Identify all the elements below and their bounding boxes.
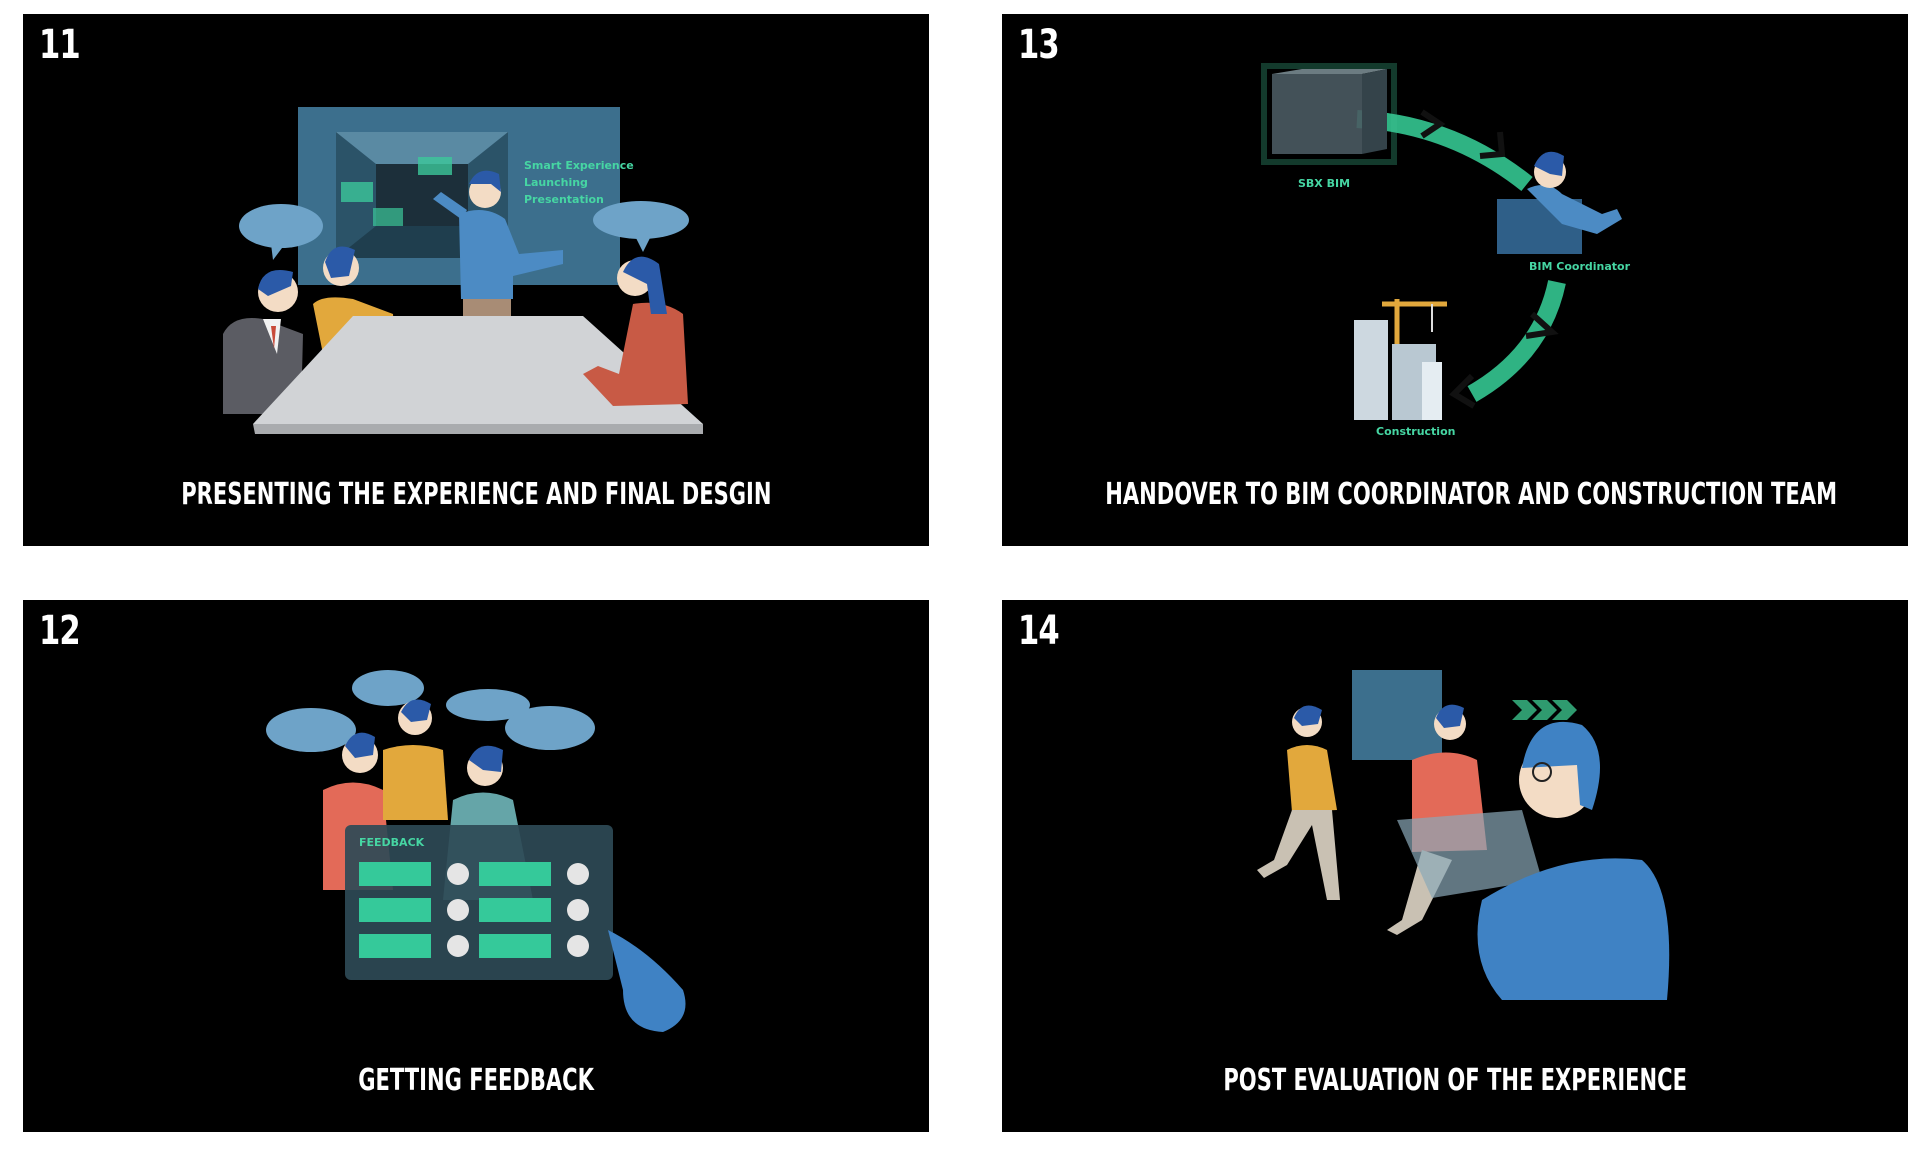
label-bim-coordinator: BIM Coordinator: [1529, 260, 1631, 273]
slide-number: 13: [1018, 22, 1060, 68]
slide-13-handover: 13 SBX BIM BIM Coordinator Construction …: [1002, 14, 1908, 546]
caption-text: POST EVALUATION OF THE EXPERIENCE: [1223, 1063, 1687, 1098]
slide-caption: POST EVALUATION OF THE EXPERIENCE: [1002, 1063, 1908, 1098]
label-sbx-bim: SBX BIM: [1298, 177, 1350, 190]
screen-text-line3: Presentation: [524, 193, 604, 206]
slide-12-feedback: 12 FEEDBACK GETTING FEEDBACK: [23, 600, 929, 1132]
slide-caption: GETTING FEEDBACK: [23, 1063, 929, 1098]
feedback-illustration: FEEDBACK: [266, 670, 686, 1032]
caption-text: GETTING FEEDBACK: [358, 1063, 594, 1098]
slide-caption: PRESENTING THE EXPERIENCE AND FINAL DESG…: [23, 477, 929, 512]
feedback-board-title: FEEDBACK: [359, 836, 425, 849]
slide-caption: HANDOVER TO BIM COORDINATOR AND CONSTRUC…: [1002, 477, 1908, 512]
slide-14-post-evaluation: 14 POST EVALUATION OF THE EXPERIENCE: [1002, 600, 1908, 1132]
screen-text-line1: Smart Experience: [524, 159, 634, 172]
evaluation-illustration: [1257, 670, 1670, 1000]
slide-11-presenting: 11 Smart Experience Launching Presentati…: [23, 14, 929, 546]
handover-illustration: SBX BIM BIM Coordinator Construction: [1261, 63, 1631, 438]
screen-text-line2: Launching: [524, 176, 588, 189]
presentation-illustration: Smart Experience Launching Presentation: [223, 107, 703, 434]
slide-number: 11: [39, 22, 81, 68]
slide-number: 12: [39, 608, 81, 654]
slide-number: 14: [1018, 608, 1060, 654]
label-construction: Construction: [1376, 425, 1455, 438]
caption-text: HANDOVER TO BIM COORDINATOR AND CONSTRUC…: [1105, 477, 1838, 512]
caption-text: PRESENTING THE EXPERIENCE AND FINAL DESG…: [180, 477, 772, 512]
